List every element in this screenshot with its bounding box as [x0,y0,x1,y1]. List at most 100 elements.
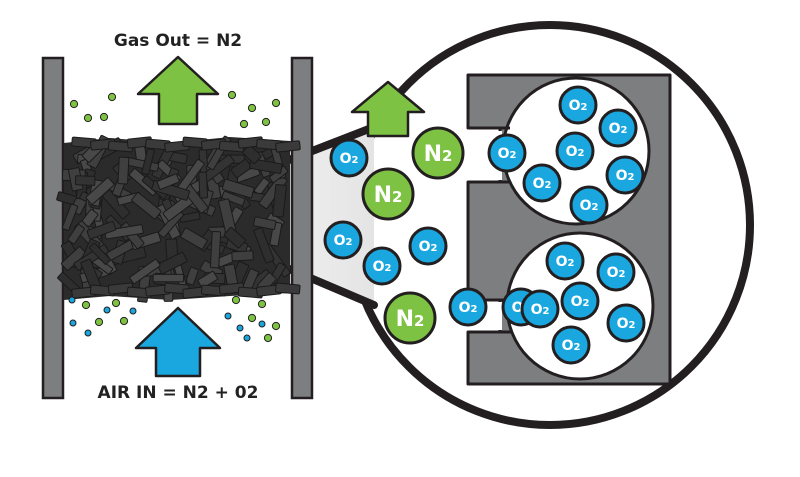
nitrogen-dot [271,321,281,331]
carbon-pellet [131,192,162,220]
molecule-label: O2 [556,254,575,270]
oxygen-molecule-circle [558,85,598,125]
carbon-pellet [242,144,262,164]
oxygen-molecule: O2 [551,325,591,365]
nitrogen-molecule-circle [411,126,465,180]
carbon-pellet [156,173,180,190]
molecule-label: O2 [334,233,353,249]
carbon-pellet [141,148,155,176]
oxygen-molecule-circle [605,155,645,195]
oxygen-dot [236,324,244,332]
nitrogen-dot [99,112,109,122]
oxygen-dot [69,319,77,327]
carbon-pellet [221,178,255,199]
carbon-pellet [272,183,287,218]
molecule-label: O2 [571,294,590,310]
nitrogen-dot [227,90,237,100]
oxygen-dot [258,320,266,328]
carbon-pellet [74,175,96,186]
oxygen-molecule: O2 [362,246,402,286]
oxygen-molecule: O2 [448,287,488,327]
carbon-pellet [86,220,117,240]
carbon-pellet [253,227,275,264]
nitrogen-dot [111,298,121,308]
nitrogen-out-arrow-icon [350,80,426,138]
nitrogen-molecule-circle [361,167,415,221]
molecule-label: O2 [459,300,478,316]
carbon-pellet [67,224,85,245]
oxygen-molecule-circle [323,220,363,260]
carbon-pellet [249,158,283,174]
carbon-pellet [117,156,130,185]
oxygen-molecule-circle [560,281,600,321]
molecule-label: O2 [562,338,581,354]
carbon-pellet [85,177,115,205]
carbon-pellet [198,171,209,199]
molecule-label: O2 [607,265,626,281]
carbon-pellet [157,251,188,275]
molecule-label: O2 [498,146,517,162]
oxygen-molecule: O2 [545,241,585,281]
oxygen-dot [103,306,111,314]
gas-out-arrow-icon [136,55,220,126]
molecule-label: O2 [373,259,392,275]
column-wall-right [290,56,314,400]
molecule-label: N2 [396,307,425,332]
air-in-label: AIR IN = N2 + 02 [98,383,259,403]
molecule-label: O2 [340,151,359,167]
carbon-pellet [231,250,254,262]
oxygen-dot [129,307,137,315]
carbon-pellet [129,258,161,285]
nitrogen-molecule: N2 [411,126,465,180]
carbon-pellet [230,158,252,179]
nitrogen-dot [81,300,91,310]
oxygen-molecule-circle [329,138,369,178]
nitrogen-dot [247,313,257,323]
carbon-pellet [152,273,185,283]
carbon-pellet [223,226,246,249]
oxygen-molecule-circle [551,325,591,365]
nitrogen-dot [271,98,281,108]
oxygen-molecule: O2 [569,185,609,225]
carbon-pellet [221,190,246,207]
oxygen-molecule-circle [487,133,527,173]
carbon-pellet [275,140,301,153]
nitrogen-dot [69,99,79,109]
oxygen-molecule: O2 [598,108,638,148]
carbon-pellet [197,270,218,289]
oxygen-molecule: O2 [555,131,595,171]
molecule-label: O2 [609,121,628,137]
oxygen-molecule-circle [545,241,585,281]
oxygen-molecule-circle [555,131,595,171]
nitrogen-dot [107,92,117,102]
oxygen-molecule: O2 [596,252,636,292]
carbon-pellet [89,242,111,265]
molecule-label: N2 [374,183,403,208]
nitrogen-dot [119,316,129,326]
nitrogen-dot [239,119,249,129]
column-wall-left [41,56,65,400]
nitrogen-dot [261,117,271,127]
oxygen-molecule: O2 [487,133,527,173]
molecule-label: O2 [531,302,550,318]
oxygen-molecule-circle [362,246,402,286]
oxygen-molecule: O2 [605,155,645,195]
oxygen-dot [84,329,92,337]
oxygen-molecule: O2 [329,138,369,178]
nitrogen-molecule: N2 [361,167,415,221]
oxygen-molecule: O2 [408,226,448,266]
molecule-label: O2 [580,198,599,214]
nitrogen-dot [94,317,104,327]
oxygen-molecule-circle [606,303,646,343]
carbon-pellet [209,230,222,269]
oxygen-molecule: O2 [558,85,598,125]
nitrogen-dot [231,295,241,305]
carbon-pellet [104,224,144,240]
oxygen-molecule-circle [520,289,560,329]
carbon-pellet [185,266,199,286]
oxygen-molecule: O2 [323,220,363,260]
oxygen-molecule-circle [522,163,562,203]
gas-particles [68,90,281,343]
molecule-label: O2 [419,239,438,255]
